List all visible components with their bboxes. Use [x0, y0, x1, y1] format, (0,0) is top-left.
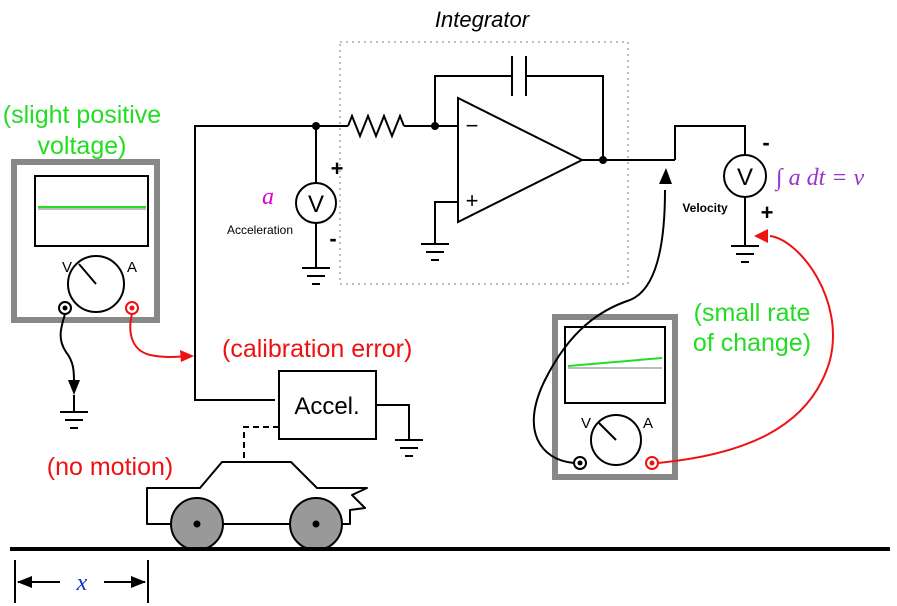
- accelerometer-label: Accel.: [294, 393, 359, 420]
- left-meter-red-lead-arrow: [180, 350, 194, 362]
- left-meter-red-lead: [129, 313, 187, 358]
- right-meter-note-line2: of change): [693, 329, 811, 357]
- velocity-voltmeter: [723, 154, 767, 198]
- left-meter-note-line2: voltage): [38, 132, 127, 160]
- no-motion-note: (no motion): [47, 453, 173, 481]
- displacement-arrow-right: [131, 576, 146, 588]
- velocity-minus-sign: -: [762, 130, 769, 155]
- acceleration-variable: a: [262, 184, 274, 210]
- output-node: [599, 156, 607, 164]
- right-meter-v-label: V: [581, 415, 591, 432]
- left-meter-note-line1: (slight positive: [3, 101, 161, 129]
- integrator-title: Integrator: [435, 7, 531, 32]
- left-meter-v-label: V: [62, 259, 72, 276]
- opamp-inverting-sign: −: [466, 113, 479, 138]
- left-meter-a-label: A: [127, 259, 137, 276]
- left-meter-black-lead: [59, 313, 75, 383]
- acceleration-minus-sign: -: [329, 226, 336, 251]
- opamp-triangle: [457, 96, 585, 224]
- acceleration-voltmeter-symbol: V: [308, 191, 324, 218]
- right-meter-a-label: A: [643, 415, 653, 432]
- acceleration-plus-sign: +: [331, 156, 344, 181]
- left-meter-black-lead-arrow: [68, 380, 80, 395]
- integrator-boundary: [339, 41, 629, 285]
- calibration-error-note: (calibration error): [222, 335, 412, 363]
- opamp-noninverting-sign: +: [466, 188, 479, 213]
- accelerometer-ground: [376, 404, 423, 457]
- left-meter-display: [34, 175, 149, 247]
- right-meter-red-lead-arrow: [754, 229, 768, 243]
- input-wiring: [194, 125, 348, 401]
- acceleration-voltmeter: [295, 182, 337, 224]
- right-meter-reading-line: [567, 357, 663, 367]
- left-meter-ground: [60, 395, 88, 429]
- velocity-formula: ∫ a dt = v: [774, 165, 864, 192]
- displacement-variable: x: [76, 570, 88, 596]
- right-meter-red-lead: [657, 235, 834, 464]
- output-wiring: [582, 125, 759, 263]
- feedback-capacitor: [434, 56, 604, 160]
- right-meter-dial-pointer: [598, 422, 617, 441]
- acceleration-caption: Acceleration: [227, 223, 293, 237]
- left-meter-dial-pointer: [78, 263, 97, 285]
- input-resistor: [347, 113, 405, 139]
- left-multimeter: V A: [11, 159, 160, 323]
- noninverting-ground: [421, 201, 458, 261]
- displacement-arrow-left: [17, 576, 32, 588]
- right-multimeter: V A: [552, 314, 678, 480]
- accelerometer-mount-line: [243, 426, 279, 462]
- velocity-caption: Velocity: [682, 201, 728, 215]
- right-meter-note-line1: (small rate: [694, 299, 811, 327]
- velocity-voltmeter-symbol: V: [737, 164, 753, 191]
- velocity-plus-sign: +: [761, 200, 774, 225]
- right-meter-black-lead: [532, 189, 666, 464]
- right-meter-black-lead-arrow: [659, 168, 672, 184]
- input-node: [312, 122, 320, 130]
